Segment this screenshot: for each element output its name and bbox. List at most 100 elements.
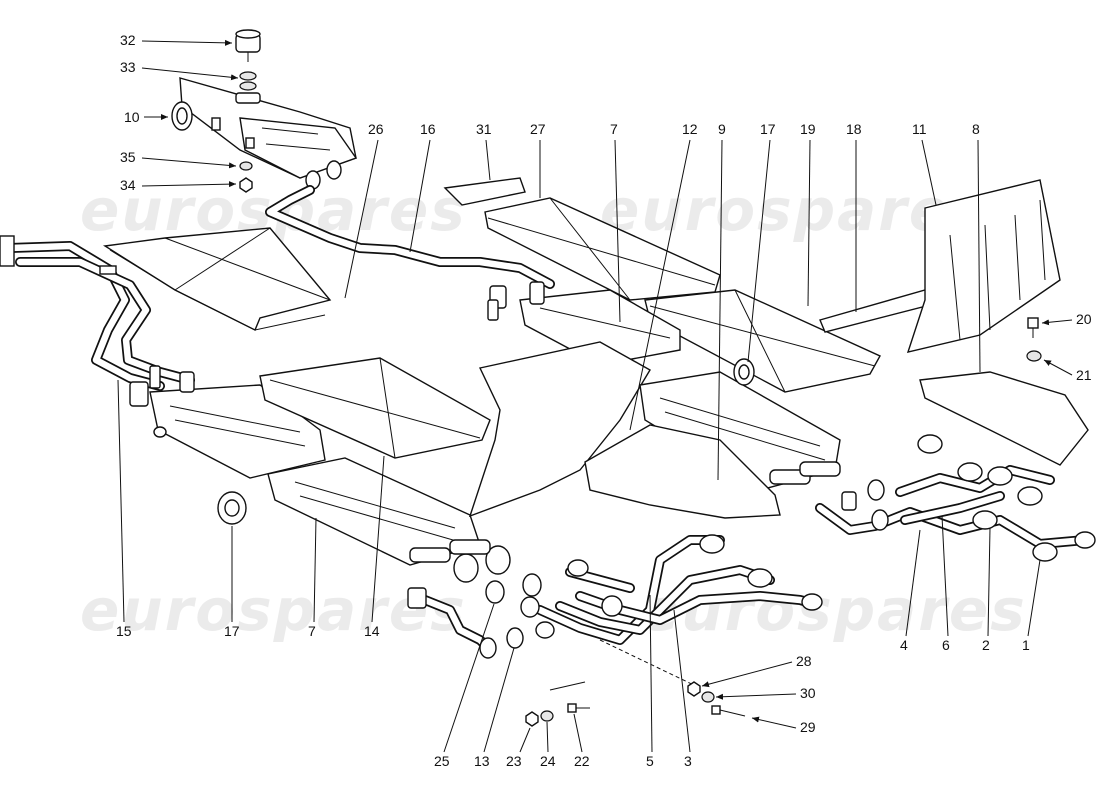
screw bbox=[1027, 317, 1039, 338]
left-lower-pipe bbox=[407, 587, 497, 659]
callout-6: 6 bbox=[942, 637, 950, 653]
callout-22: 22 bbox=[574, 753, 590, 769]
leader-line bbox=[546, 721, 549, 753]
heat-shield-left bbox=[102, 227, 332, 331]
floor-shield bbox=[468, 341, 651, 518]
washer bbox=[701, 691, 715, 703]
right-manifold bbox=[815, 434, 1096, 562]
nut bbox=[1026, 350, 1042, 362]
leader-line bbox=[483, 647, 515, 753]
callout-12: 12 bbox=[682, 121, 698, 137]
left-upper-silencer bbox=[129, 371, 326, 479]
callout-15: 15 bbox=[116, 623, 132, 639]
bracket bbox=[443, 177, 526, 206]
callout-31: 31 bbox=[476, 121, 492, 137]
heat-shield-8 bbox=[919, 371, 1089, 466]
heat-shield-centre bbox=[259, 357, 491, 459]
callout-25: 25 bbox=[434, 753, 450, 769]
intermediate-pipe bbox=[265, 185, 555, 289]
callout-27: 27 bbox=[530, 121, 546, 137]
clamp bbox=[149, 365, 161, 389]
leader-line bbox=[701, 661, 793, 688]
callout-13: 13 bbox=[474, 753, 490, 769]
callout-17: 17 bbox=[224, 623, 240, 639]
gasket bbox=[520, 596, 540, 618]
sealing-ring bbox=[171, 101, 193, 131]
bolt bbox=[711, 705, 746, 717]
callout-32: 32 bbox=[120, 32, 136, 48]
leader-line bbox=[141, 157, 237, 169]
callout-28: 28 bbox=[796, 653, 812, 669]
nut bbox=[687, 681, 701, 697]
leader-line bbox=[371, 455, 385, 623]
callouts: 32 33 10 35 34 26 16 31 27 7 12 9 bbox=[116, 32, 1092, 769]
leader-line bbox=[141, 181, 237, 188]
leader-line bbox=[921, 139, 937, 206]
watermark: eurospares bbox=[640, 576, 1027, 644]
callout-23: 23 bbox=[506, 753, 522, 769]
callout-21: 21 bbox=[1076, 367, 1092, 383]
callout-2: 2 bbox=[982, 637, 990, 653]
clamp bbox=[841, 491, 857, 511]
gasket bbox=[506, 627, 524, 649]
leader-line bbox=[313, 517, 317, 623]
leader-line bbox=[807, 139, 811, 307]
leader-line bbox=[941, 515, 949, 637]
callout-14: 14 bbox=[364, 623, 380, 639]
leader-line bbox=[977, 139, 981, 373]
fastener-group-line bbox=[549, 681, 586, 691]
washer bbox=[540, 710, 554, 722]
heat-shield-11 bbox=[906, 179, 1061, 353]
sealing-ring bbox=[733, 358, 755, 386]
callout-10: 10 bbox=[124, 109, 140, 125]
leader-line bbox=[715, 693, 797, 700]
leader-line bbox=[443, 603, 495, 753]
callout-11: 11 bbox=[912, 121, 927, 137]
callout-1: 1 bbox=[1022, 637, 1030, 653]
leader-line bbox=[673, 609, 691, 753]
sealing-ring bbox=[217, 491, 247, 525]
leader-line bbox=[409, 139, 431, 253]
plate bbox=[819, 289, 931, 333]
watermark: eurospares bbox=[600, 176, 987, 244]
heat-shield-27 bbox=[484, 197, 721, 301]
sealing-ring bbox=[522, 573, 542, 597]
leader-line bbox=[1043, 359, 1073, 376]
leader-line bbox=[485, 139, 491, 181]
leader-line bbox=[344, 139, 379, 299]
leader-line bbox=[747, 139, 771, 363]
leader-line bbox=[1027, 559, 1041, 637]
callout-16: 16 bbox=[420, 121, 436, 137]
washer bbox=[239, 81, 257, 91]
leader-line bbox=[573, 713, 583, 753]
leader-line bbox=[141, 67, 239, 81]
front-manifold bbox=[535, 534, 823, 645]
bolt bbox=[567, 703, 590, 713]
callout-7: 7 bbox=[610, 121, 618, 137]
callout-34: 34 bbox=[120, 177, 136, 193]
rubber-mount bbox=[235, 29, 261, 62]
callout-3: 3 bbox=[684, 753, 692, 769]
callout-4: 4 bbox=[900, 637, 908, 653]
clamp bbox=[487, 299, 499, 321]
callout-26: 26 bbox=[368, 121, 384, 137]
leader-line bbox=[717, 139, 723, 481]
washer bbox=[239, 71, 257, 81]
callout-24: 24 bbox=[540, 753, 556, 769]
watermark: eurospares bbox=[80, 576, 467, 644]
leader-line bbox=[614, 139, 621, 323]
callout-18: 18 bbox=[846, 121, 862, 137]
callout-19: 19 bbox=[800, 121, 816, 137]
centre-silencer bbox=[489, 281, 681, 366]
leader-line bbox=[117, 379, 125, 623]
leader-line bbox=[649, 594, 653, 753]
left-lower-silencer bbox=[267, 457, 511, 583]
leader-line bbox=[905, 529, 921, 637]
leader-line bbox=[1041, 319, 1073, 326]
leader-line bbox=[629, 139, 691, 431]
callout-8: 8 bbox=[972, 121, 980, 137]
leader-line bbox=[751, 716, 797, 729]
watermarks: eurospares eurospares eurospares eurospa… bbox=[80, 176, 1027, 644]
leader-line bbox=[987, 527, 991, 637]
